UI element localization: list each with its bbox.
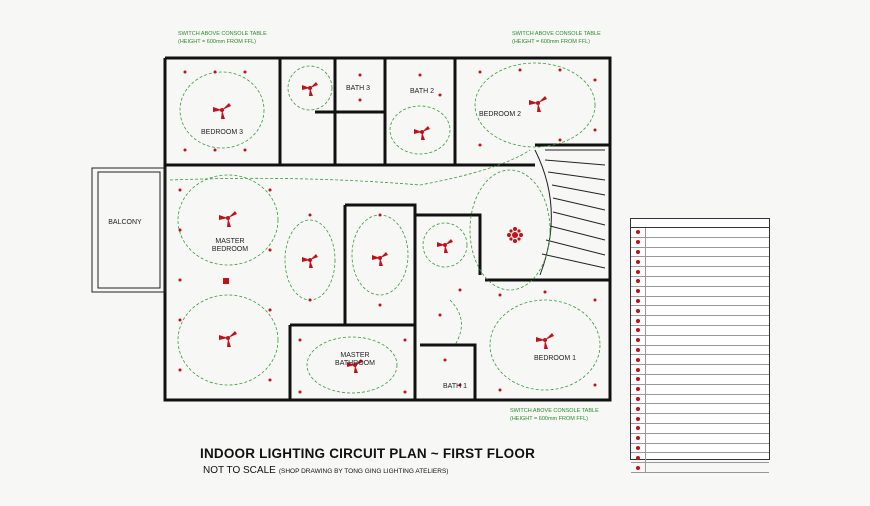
note-switch-bottom-right-1: SWITCH ABOVE CONSOLE TABLE: [510, 408, 599, 414]
room-labels: BEDROOM 3 BATH 3 BATH 2 BEDROOM 2 BALCON…: [108, 85, 576, 390]
room-bath1: BATH 1: [443, 383, 467, 390]
legend-row: [631, 316, 769, 326]
ceiling-fan-icon: [302, 254, 318, 268]
legend-symbol-icon: [631, 355, 646, 365]
legend-row: [631, 365, 769, 375]
legend-row: [631, 306, 769, 317]
legend-row: [631, 228, 769, 238]
legend-row: [631, 345, 769, 356]
legend-row: [631, 384, 769, 395]
legend-row: [631, 463, 769, 473]
legend-symbol-icon: [631, 414, 646, 423]
note-switch-top-right-2: (HEIGHT = 600mm FROM FFL): [512, 39, 590, 45]
room-master-bedroom-1: MASTER: [215, 238, 244, 245]
note-switch-top-left-2: (HEIGHT = 600mm FROM FFL): [178, 39, 256, 45]
legend-row: [631, 247, 769, 258]
legend-row: [631, 286, 769, 297]
walls: [91, 56, 612, 402]
ceiling-fan-icon: [213, 103, 231, 119]
legend-symbol-icon: [631, 443, 646, 453]
legend-symbol-icon: [631, 335, 646, 345]
legend-row: [631, 267, 769, 277]
legend-symbol-icon: [631, 276, 646, 286]
ceiling-fan-icon: [302, 82, 318, 96]
legend-symbol-icon: [631, 365, 646, 374]
ceiling-fan-icon: [414, 126, 430, 140]
room-bedroom2: BEDROOM 2: [479, 111, 521, 118]
ceiling-fan-icon: [219, 211, 237, 227]
legend-row: [631, 296, 769, 307]
ceiling-fan-icon: [347, 359, 363, 373]
note-switch-top-left-1: SWITCH ABOVE CONSOLE TABLE: [178, 31, 267, 37]
note-switch-bottom-right-2: (HEIGHT = 600mm FROM FFL): [510, 416, 588, 422]
plan-title: INDOOR LIGHTING CIRCUIT PLAN ~ FIRST FLO…: [200, 446, 536, 461]
ceiling-fan-icon: [219, 331, 237, 347]
room-bedroom1: BEDROOM 1: [534, 355, 576, 362]
room-balcony: BALCONY: [108, 219, 142, 226]
room-master-bathroom-2: BATHROOM: [335, 360, 375, 367]
note-switch-top-right-1: SWITCH ABOVE CONSOLE TABLE: [512, 31, 601, 37]
legend-row: [631, 257, 769, 268]
switch-notes: SWITCH ABOVE CONSOLE TABLE (HEIGHT = 600…: [178, 31, 601, 422]
room-bath2: BATH 2: [410, 88, 434, 95]
ceiling-fan-icon: [536, 333, 554, 349]
legend-symbol-icon: [631, 404, 646, 414]
legend-symbol-icon: [631, 237, 646, 247]
legend-symbol-icon: [631, 228, 646, 237]
legend-row: [631, 237, 769, 248]
legend-row: [631, 423, 769, 434]
legend-row: [631, 443, 769, 454]
legend-symbol-icon: [631, 257, 646, 267]
legend-row: [631, 325, 769, 336]
light-fixtures: [178, 68, 597, 394]
legend-symbol-icon: [631, 286, 646, 296]
legend-symbol-icon: [631, 316, 646, 325]
room-bedroom3: BEDROOM 3: [201, 129, 243, 136]
scale-note: NOT TO SCALE: [203, 465, 276, 476]
legend-row: [631, 453, 769, 464]
legend-row: [631, 404, 769, 415]
legend-row: [631, 374, 769, 385]
legend-symbol-icon: [631, 374, 646, 384]
legend-symbol-icon: [631, 345, 646, 355]
legend-row: [631, 433, 769, 444]
legend-symbol-icon: [631, 325, 646, 335]
legend-symbol-icon: [631, 433, 646, 443]
legend-symbol-icon: [631, 394, 646, 404]
room-master-bathroom-1: MASTER: [340, 352, 369, 359]
legend-symbol-icon: [631, 384, 646, 394]
ceiling-fan-icon: [372, 252, 388, 266]
legend-symbol-icon: [631, 296, 646, 306]
wall-light-icon: [223, 278, 229, 284]
circuit-wiring: [169, 62, 601, 394]
legend-row: [631, 355, 769, 366]
legend-symbol-icon: [631, 423, 646, 433]
legend-symbol-icon: [631, 453, 646, 463]
legend-symbol-icon: [631, 267, 646, 276]
downlight-dots: [178, 68, 597, 394]
ceiling-fan-icon: [529, 96, 547, 112]
legend-row: [631, 414, 769, 424]
legend-symbol-icon: [631, 247, 646, 257]
ceiling-fan-icon: [437, 239, 453, 253]
legend-symbol-icon: [631, 306, 646, 316]
legend-header: [631, 219, 769, 228]
legend-symbol-icon: [631, 463, 646, 472]
legend-row: [631, 394, 769, 405]
room-master-bedroom-2: BEDROOM: [212, 246, 248, 253]
chandelier-icon: [507, 227, 523, 243]
shop-drawing-note: (SHOP DRAWING BY TONG GING LIGHTING ATEL…: [278, 468, 449, 475]
room-bath3: BATH 3: [346, 85, 370, 92]
plan-subtitle: NOT TO SCALE(SHOP DRAWING BY TONG GING L…: [203, 465, 448, 476]
legend-table: [630, 218, 770, 473]
legend-row: [631, 276, 769, 287]
legend-row: [631, 335, 769, 346]
